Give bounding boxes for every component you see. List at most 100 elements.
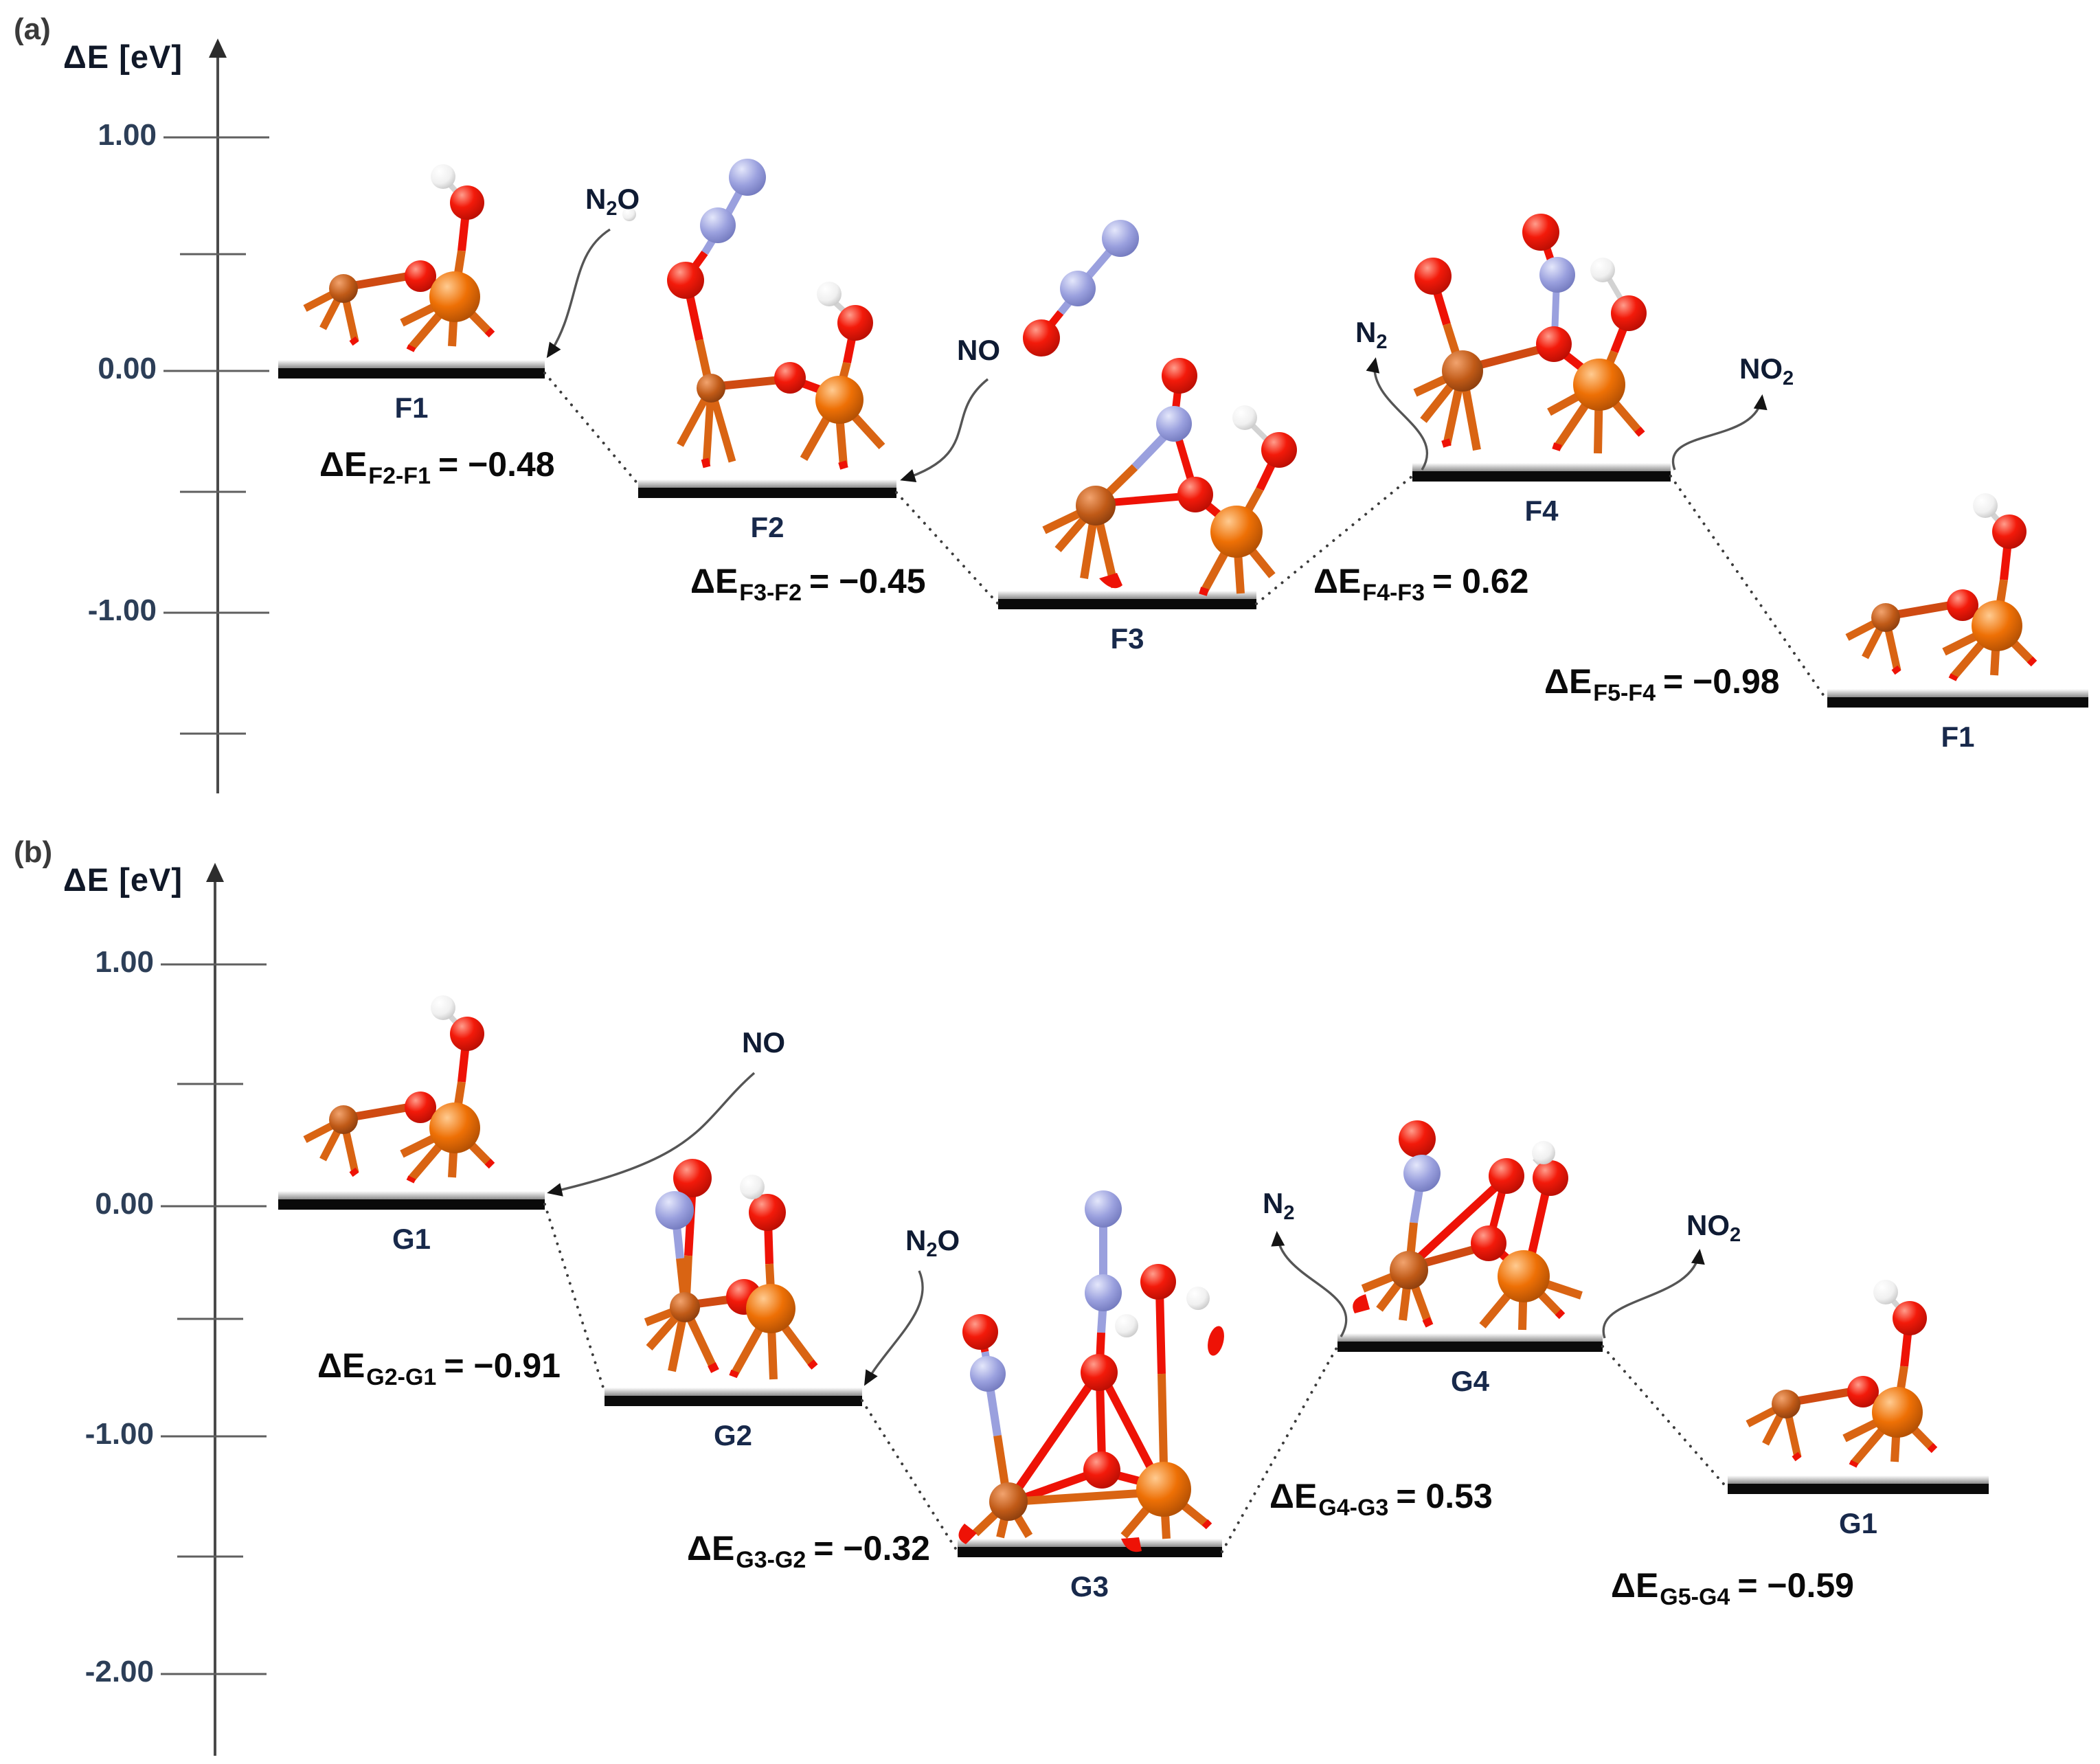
- h-atom: [1532, 1141, 1555, 1164]
- o-atom: [667, 262, 704, 299]
- n-atom: [655, 1191, 694, 1230]
- fe-atom: [429, 271, 480, 322]
- panel-b-levels: [278, 1191, 1989, 1557]
- fe-atom: [815, 376, 863, 424]
- n-atom: [729, 159, 766, 196]
- o-flare: [1121, 1537, 1142, 1552]
- step-subscript: F2-F1: [368, 463, 431, 489]
- o-fragment: [1208, 1326, 1224, 1356]
- panel-b-connectors: [543, 1203, 1729, 1553]
- o-atom: [1414, 258, 1452, 295]
- panel-a-tick-1.00: 1.00: [98, 118, 157, 152]
- step-value: = −0.48: [438, 445, 555, 484]
- arrow-n2o-in: [546, 228, 611, 359]
- step-value: = 0.53: [1396, 1477, 1493, 1515]
- delta-e-symbol: ΔE: [1544, 662, 1592, 701]
- fe-atom: [670, 1292, 700, 1322]
- molecule-F4: [1413, 214, 1647, 454]
- panel-b-tick--2.00: -2.00: [84, 1655, 154, 1688]
- delta-e-symbol: ΔE: [1611, 1566, 1659, 1605]
- arrow-no-in: [900, 378, 989, 482]
- o-flare: [1353, 1294, 1370, 1313]
- molecule-F1-final: [1847, 493, 2034, 679]
- o-atom: [1611, 295, 1647, 331]
- step-energy-F5-F4: ΔEF5-F4= −0.98: [1544, 664, 1780, 706]
- o-atom: [1177, 477, 1213, 512]
- panel-a-levels: [278, 360, 2088, 708]
- level-bar-G2: [605, 1388, 862, 1406]
- h-atom: [817, 282, 842, 306]
- fe-atom: [1442, 350, 1483, 392]
- fe-atom: [1498, 1250, 1550, 1302]
- h-atom: [1186, 1287, 1210, 1310]
- o-atom: [1023, 319, 1060, 357]
- step-subscript: G5-G4: [1660, 1584, 1730, 1610]
- o-atom: [1399, 1120, 1436, 1157]
- o-atom: [1471, 1225, 1506, 1261]
- arrow-n2-out: [1271, 1231, 1348, 1337]
- h-atom: [740, 1175, 765, 1199]
- molecule-G2: [644, 1159, 818, 1380]
- o-atom: [1489, 1158, 1524, 1194]
- panel-b-tick-0.00: 0.00: [95, 1187, 154, 1221]
- o-flare: [958, 1524, 977, 1544]
- species-text: N: [905, 1224, 927, 1256]
- level-bar-F1: [278, 360, 545, 378]
- step-energy-F2-F1: ΔEF2-F1= −0.48: [319, 446, 555, 489]
- panel-b-gas-arrows: [547, 1072, 1705, 1386]
- o-atom: [749, 1194, 786, 1231]
- o-atom: [1140, 1264, 1176, 1300]
- n-atom: [1060, 271, 1096, 306]
- species-label-no-a: NO: [957, 335, 1000, 370]
- h-atom: [1115, 1314, 1138, 1337]
- species-label-n2-a: N2: [1355, 317, 1387, 352]
- o-atom: [1162, 358, 1197, 394]
- molecule-G3: [958, 1190, 1224, 1552]
- delta-e-symbol: ΔE: [690, 562, 738, 600]
- species-text: NO: [1686, 1209, 1730, 1241]
- level-label-F1: F1: [394, 392, 429, 424]
- species-text: N: [1355, 316, 1377, 348]
- level-bar-F3: [998, 591, 1256, 609]
- o-flare: [1099, 573, 1122, 589]
- step-subscript: G4-G3: [1318, 1495, 1389, 1521]
- n-atom: [1102, 220, 1139, 257]
- step-subscript: G2-G1: [366, 1364, 437, 1390]
- species-text: N: [1263, 1187, 1284, 1219]
- level-bar-F2: [638, 479, 896, 498]
- step-value: = −0.45: [809, 562, 926, 600]
- species-text: NO: [742, 1026, 785, 1059]
- molecule-G4: [1353, 1120, 1583, 1331]
- molecule-N2O-free: [1023, 220, 1139, 357]
- step-subscript: G3-G2: [736, 1547, 806, 1573]
- o-atom: [837, 305, 873, 341]
- panel-b-tick-1.00: 1.00: [95, 945, 154, 979]
- step-energy-F4-F3: ΔEF4-F3= 0.62: [1313, 563, 1528, 606]
- fe-atom: [746, 1284, 795, 1333]
- o-atom: [1083, 1451, 1120, 1489]
- arrow-n2-out: [1366, 357, 1429, 471]
- level-bar-F4: [1412, 463, 1671, 482]
- level-label-G1-final: G1: [1838, 1507, 1878, 1539]
- species-text: O: [937, 1224, 960, 1256]
- species-label-n2-b: N2: [1263, 1188, 1294, 1223]
- species-label-no2-b: NO2: [1686, 1210, 1741, 1245]
- species-text: N: [585, 183, 607, 215]
- step-value: = −0.59: [1737, 1566, 1854, 1605]
- step-energy-G4-G3: ΔEG4-G3= 0.53: [1269, 1478, 1493, 1521]
- species-label-no-b: NO: [742, 1026, 785, 1063]
- arrow-no2-out: [1602, 1249, 1705, 1339]
- panel-a-tick--1.00: -1.00: [87, 593, 157, 627]
- species-label-n2o-a: N2O: [585, 183, 640, 219]
- species-text: NO: [957, 334, 1000, 366]
- step-subscript: F4-F3: [1362, 580, 1425, 606]
- fe-atom: [1136, 1462, 1191, 1517]
- arrow-no-in: [547, 1072, 756, 1197]
- arrow-no2-out: [1671, 394, 1768, 471]
- molecule-F2: [667, 159, 885, 470]
- panel-b-letter: (b): [14, 835, 53, 869]
- level-bar-G3: [958, 1539, 1222, 1557]
- species-label-no2-a: NO2: [1739, 353, 1794, 389]
- n-atom: [970, 1356, 1006, 1392]
